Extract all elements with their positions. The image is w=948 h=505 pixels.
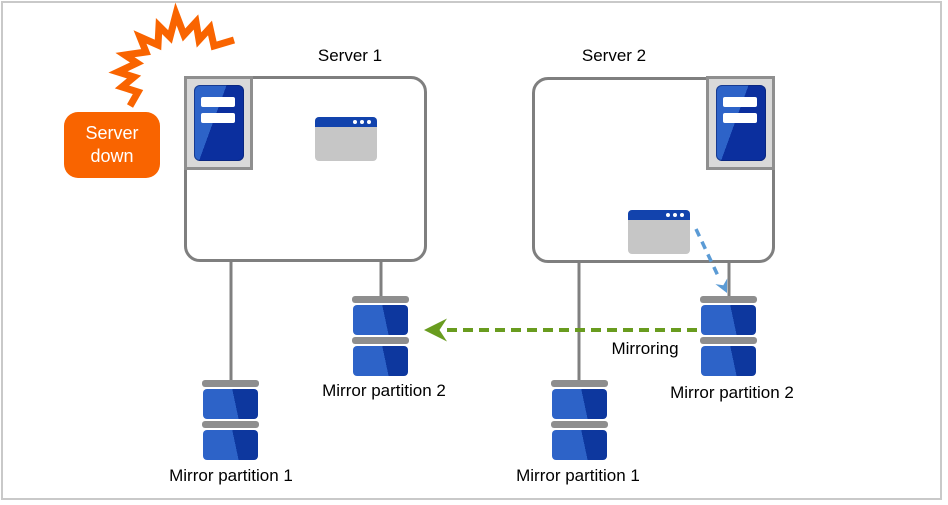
server-tower-icon bbox=[706, 76, 775, 170]
server-down-line1: Server bbox=[85, 123, 139, 143]
mirror-disk-icon bbox=[352, 296, 409, 378]
server-down-line2: down bbox=[90, 146, 134, 166]
app-window-b-icon bbox=[628, 210, 690, 254]
server-tower-icon bbox=[184, 76, 253, 170]
server-tower-glyph bbox=[193, 85, 244, 161]
server1-title: Server 1 bbox=[317, 46, 383, 65]
server1-partition2-label: Mirror partition 2 bbox=[322, 381, 446, 400]
server2-partition2-label: Mirror partition 2 bbox=[670, 383, 794, 402]
server2-title: Server 2 bbox=[581, 46, 647, 65]
server-down-badge: Server down bbox=[64, 112, 160, 178]
mirror-disk-icon bbox=[551, 380, 608, 462]
mirroring-label: Mirroring bbox=[611, 339, 679, 358]
app-window-a-icon bbox=[315, 117, 377, 161]
server1-partition1-label: Mirror partition 1 bbox=[169, 466, 293, 485]
mirror-disk-icon bbox=[202, 380, 259, 462]
server-tower-glyph bbox=[715, 85, 766, 161]
server2-partition1-label: Mirror partition 1 bbox=[516, 466, 640, 485]
mirror-disk-icon bbox=[700, 296, 757, 378]
